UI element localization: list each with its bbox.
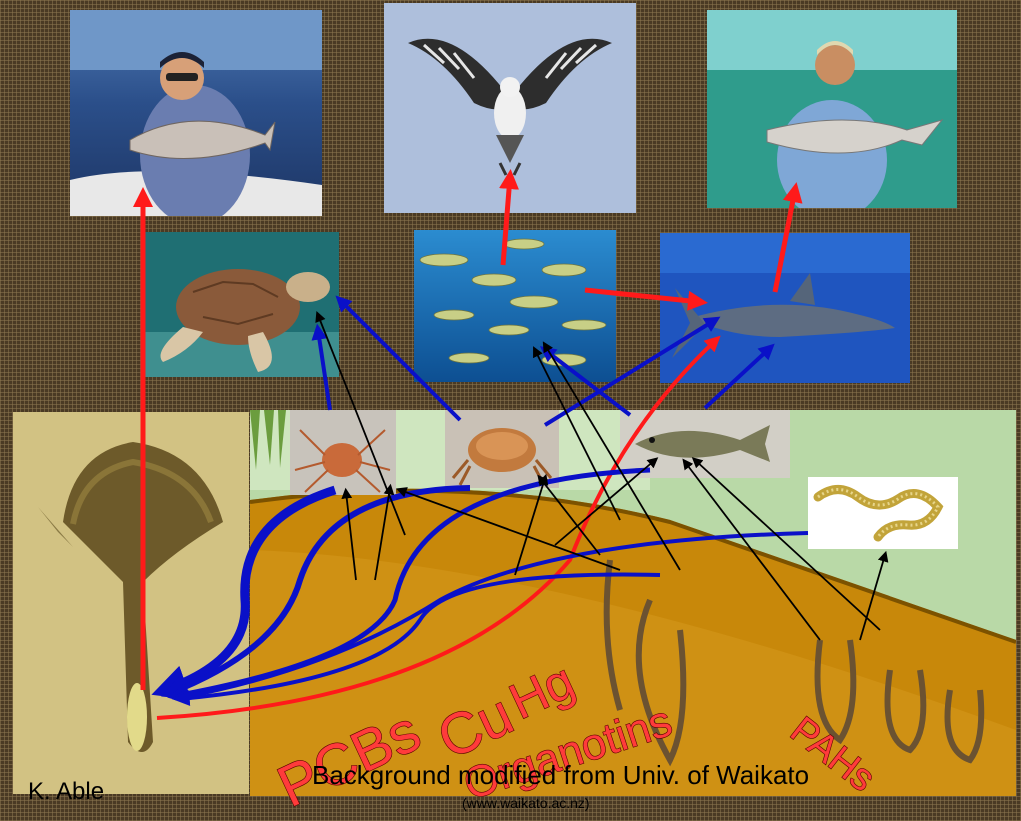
arrow-rockcrab-to-turtle <box>340 300 460 420</box>
background-url: (www.waikato.ac.nz) <box>462 795 590 811</box>
arrow-fishschool-to-shark <box>585 290 700 302</box>
arrow-shark-to-fisherman <box>775 190 795 292</box>
arrow-worm-to-mummichog <box>178 533 808 698</box>
background-credit: Background modified from Univ. of Waikat… <box>312 760 809 791</box>
arrow-rockcrab-to-shark <box>545 320 715 425</box>
credit-k-able: K. Able <box>28 778 104 806</box>
arrow-fishschool-to-osprey <box>503 177 510 265</box>
contaminant-pcbs: PCBs <box>268 698 430 820</box>
contaminant-hg: Hg <box>501 652 583 730</box>
arrow-fish-to-shark <box>705 348 770 408</box>
